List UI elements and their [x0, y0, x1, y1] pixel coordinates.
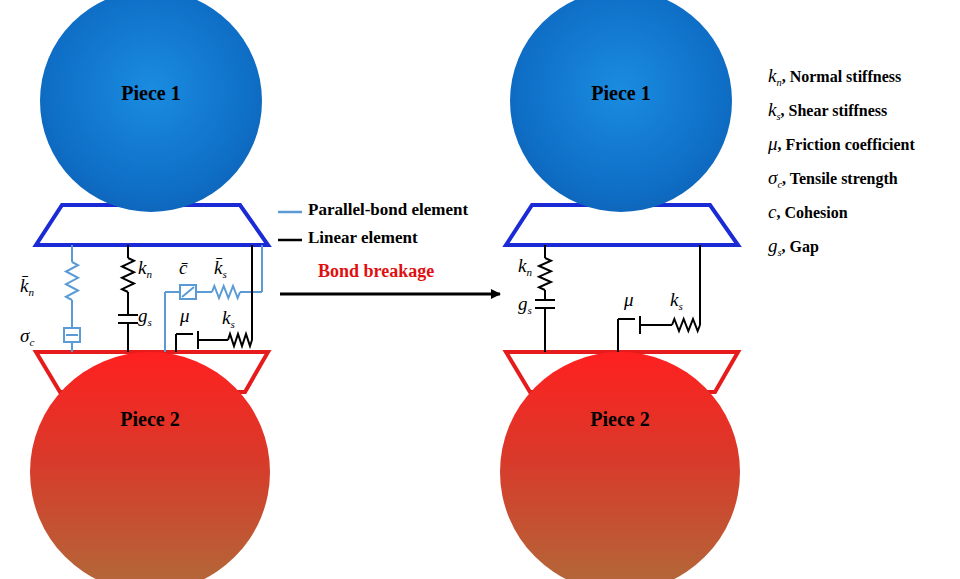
strength-symbol — [64, 328, 80, 342]
spring-symbol — [212, 286, 240, 298]
wire — [165, 291, 180, 293]
spring-symbol — [66, 262, 78, 300]
symbol-label: ks — [222, 308, 235, 331]
wire — [127, 245, 129, 258]
legend-line-sample — [278, 239, 302, 242]
transition-label: Bond breakage — [318, 262, 434, 282]
wire — [127, 292, 129, 315]
spring-symbol — [122, 258, 134, 292]
symbol-label: μ — [180, 306, 190, 327]
wire — [71, 300, 73, 328]
spring-symbol — [672, 319, 700, 331]
piece-label: Piece 2 — [120, 408, 179, 431]
wire — [544, 245, 546, 258]
wire — [699, 245, 701, 325]
gap-symbol — [535, 299, 555, 301]
strength-symbol — [66, 334, 78, 336]
friction-symbol — [197, 331, 199, 349]
spring-symbol — [539, 258, 551, 290]
key-entry: kn, Normal stiffness — [768, 66, 901, 89]
symbol-label: c̄ — [179, 258, 187, 279]
symbol-label: σc — [20, 326, 34, 349]
cohesion-symbol — [182, 287, 194, 297]
symbol-label: gs — [138, 306, 152, 329]
particle-circle: Piece 2 — [30, 352, 270, 579]
symbol-label: kn — [138, 258, 152, 281]
symbol-label: kn — [518, 256, 532, 279]
piece-label: Piece 2 — [590, 408, 649, 431]
key-entry: c, Cohesion — [768, 202, 848, 223]
friction-symbol — [176, 333, 193, 335]
wire — [544, 308, 546, 352]
wire — [71, 245, 73, 262]
wire — [164, 292, 166, 352]
wire — [251, 245, 253, 340]
wire — [71, 342, 73, 352]
key-entry: σc, Tensile strength — [768, 168, 898, 191]
transition-arrow — [280, 293, 500, 296]
wire — [640, 324, 672, 326]
symbol-label: μ — [624, 290, 634, 311]
particle-circle: Piece 1 — [510, 0, 732, 212]
wire — [261, 245, 263, 292]
friction-symbol — [618, 318, 635, 320]
wire — [544, 290, 546, 300]
legend-text: Parallel-bond element — [308, 201, 468, 220]
wire — [196, 291, 212, 293]
symbol-label: ks — [670, 290, 683, 313]
key-entry: ks, Shear stiffness — [768, 100, 887, 123]
wire — [617, 319, 619, 352]
wire — [175, 334, 177, 352]
symbol-label: k̄n — [20, 276, 34, 299]
wire — [198, 339, 228, 341]
particle-circle: Piece 2 — [500, 352, 740, 579]
piece-label: Piece 1 — [121, 82, 180, 105]
piece-label: Piece 1 — [591, 82, 650, 105]
spring-symbol — [228, 334, 252, 346]
legend-text: Linear element — [308, 229, 418, 248]
symbol-label: gs — [518, 294, 532, 317]
cohesion-symbol — [180, 285, 196, 299]
friction-symbol — [639, 316, 641, 334]
legend-line-sample — [278, 211, 302, 214]
wire — [127, 323, 129, 352]
gap-symbol — [118, 314, 138, 316]
particle-circle: Piece 1 — [40, 0, 262, 212]
key-entry: gs, Gap — [768, 236, 819, 259]
key-entry: μ, Friction coefficient — [768, 134, 915, 155]
symbol-label: k̄s — [214, 258, 227, 281]
